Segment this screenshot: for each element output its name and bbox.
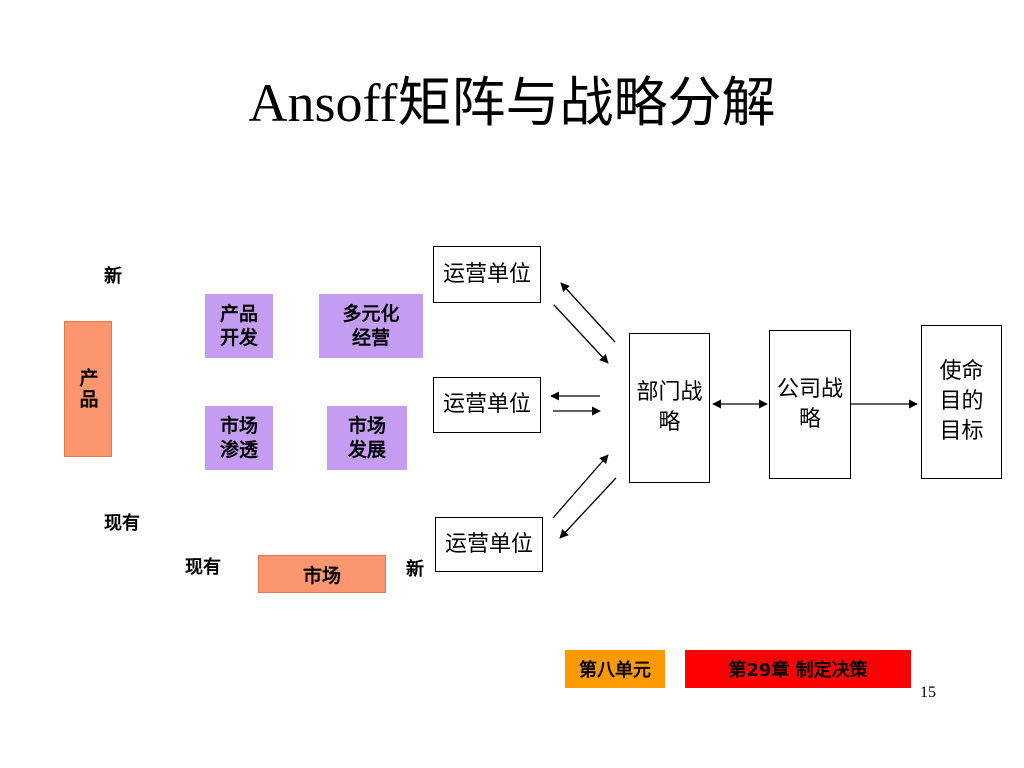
y-axis-high-label: 新	[104, 266, 122, 287]
mission-goals-box: 使命 目的 目标	[921, 325, 1002, 479]
cell-line: 市场	[219, 415, 258, 437]
x-axis-high-label: 新	[406, 559, 424, 580]
cell-line: 发展	[347, 439, 386, 461]
mission-line: 使命	[939, 359, 984, 384]
market-development-cell: 市场发展	[327, 406, 407, 470]
market-penetration-cell: 市场渗透	[205, 406, 273, 470]
mission-line: 目的	[939, 389, 984, 414]
cell-line: 开发	[219, 327, 258, 349]
x-axis-low-label: 现有	[185, 557, 221, 578]
cell-line: 市场	[347, 415, 386, 437]
diversification-cell: 多元化经营	[319, 294, 423, 358]
cell-line: 经营	[351, 327, 390, 349]
cell-line: 产品	[219, 303, 258, 325]
cell-line: 多元化	[342, 303, 400, 325]
operating-unit-middle: 运营单位	[433, 377, 541, 433]
mission-line: 目标	[939, 419, 984, 444]
company-strategy-box: 公司战略	[769, 330, 851, 479]
arrow-dept-to-top-unit	[560, 282, 616, 343]
product-development-cell: 产品开发	[205, 294, 273, 358]
operating-unit-bottom: 运营单位	[435, 517, 543, 572]
product-axis-label: 产品	[64, 321, 112, 457]
cell-line: 渗透	[219, 439, 258, 461]
arrow-bottom-unit-to-dept	[552, 454, 609, 519]
page-number: 15	[920, 684, 936, 701]
page-title: Ansoff矩阵与战略分解	[248, 73, 776, 133]
chapter-tag: 第29章 制定决策	[685, 650, 911, 688]
arrow-dept-to-bottom-unit	[559, 477, 617, 539]
operating-unit-top: 运营单位	[433, 246, 541, 303]
department-strategy-box: 部门战略	[629, 333, 710, 483]
unit-tag: 第八单元	[565, 650, 665, 688]
market-axis-label: 市场	[258, 555, 386, 593]
arrow-top-unit-to-dept	[553, 304, 609, 364]
y-axis-low-label: 现有	[104, 513, 140, 534]
